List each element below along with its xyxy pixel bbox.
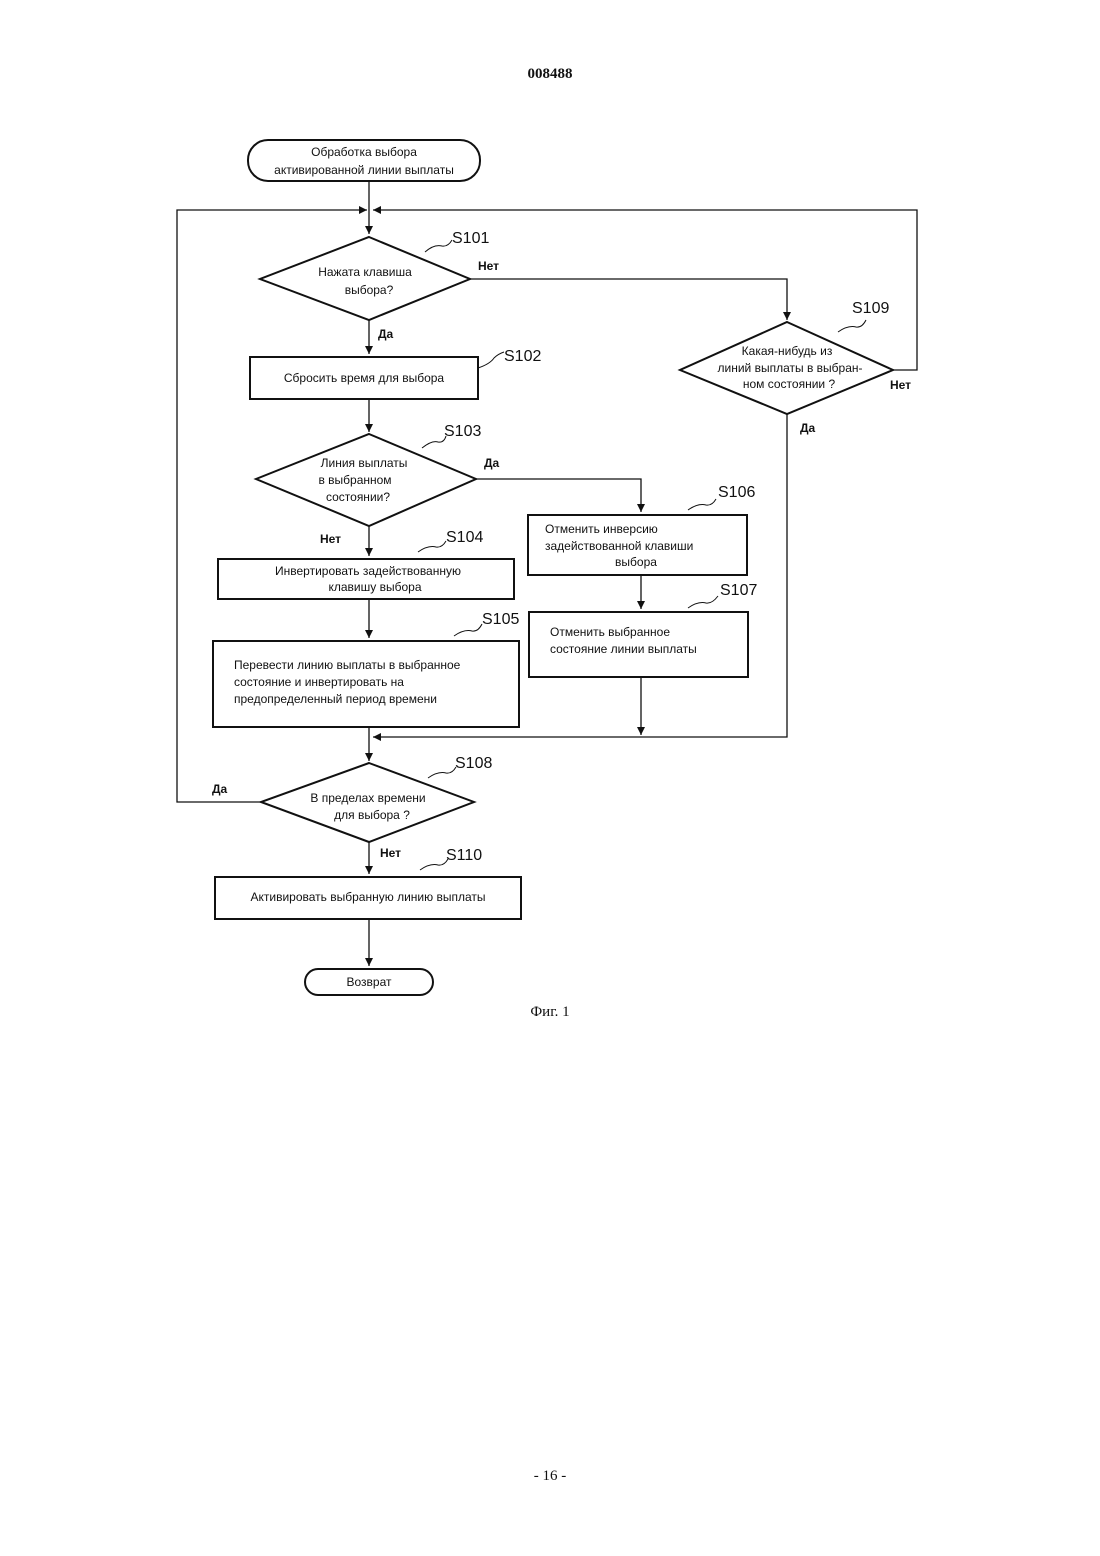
s107-line1: Отменить выбранное (550, 625, 670, 639)
decision-s101: Нажата клавиша выбора? S101 (260, 230, 489, 320)
s102-text: Сбросить время для выбора (284, 371, 445, 385)
decision-s103: Линия выплаты в выбранном состоянии? S10… (256, 423, 481, 526)
s101-id: S101 (452, 230, 489, 247)
end-text: Возврат (347, 975, 393, 989)
s109-line3: ном состоянии ? (743, 377, 836, 391)
s106-line1: Отменить инверсию (545, 522, 658, 536)
s105-line3: предопределенный период времени (234, 692, 437, 706)
label-s108-no: Нет (380, 846, 401, 860)
s106-id: S106 (718, 484, 755, 501)
s104-line2: клавишу выбора (329, 580, 422, 594)
s110-id: S110 (446, 847, 482, 864)
s101-line2: выбора? (345, 283, 394, 297)
s103-line3: состоянии? (326, 490, 390, 504)
page-number: - 16 - (0, 1468, 1100, 1485)
s105-line1: Перевести линию выплаты в выбранное (234, 658, 461, 672)
label-s101-no: Нет (478, 259, 499, 273)
s105-line2: состояние и инвертировать на (234, 675, 404, 689)
s109-leader (838, 320, 866, 332)
process-s110: Активировать выбранную линию выплаты S11… (215, 847, 521, 919)
s110-text: Активировать выбранную линию выплаты (251, 890, 486, 904)
s108-id: S108 (455, 755, 492, 772)
s104-leader (418, 541, 446, 552)
end-terminator: Возврат (305, 969, 433, 995)
start-line1: Обработка выбора (311, 145, 417, 159)
s107-leader (688, 596, 718, 608)
s109-id: S109 (852, 300, 889, 317)
s105-id: S105 (482, 611, 519, 628)
label-s108-yes: Да (212, 782, 228, 796)
s107-line2: состояние линии выплаты (550, 642, 697, 656)
s104-id: S104 (446, 529, 483, 546)
process-s105: Перевести линию выплаты в выбранное сост… (213, 611, 519, 727)
figure-caption: Фиг. 1 (0, 1004, 1100, 1021)
s103-id: S103 (444, 423, 481, 440)
process-s107: Отменить выбранное состояние линии выпла… (529, 582, 757, 677)
s109-line1: Какая-нибудь из (742, 344, 833, 358)
s101-leader (425, 240, 452, 252)
label-s109-yes: Да (800, 421, 816, 435)
s107-id: S107 (720, 582, 757, 599)
s110-leader (420, 859, 448, 870)
s101-line1: Нажата клавиша (318, 265, 412, 279)
start-terminator: Обработка выбора активированной линии вы… (248, 140, 480, 181)
label-s109-no: Нет (890, 378, 911, 392)
s108-line2: для выбора ? (334, 808, 410, 822)
s108-leader (428, 767, 456, 778)
arrow-s103-yes-to-s106 (476, 479, 641, 512)
s105-leader (454, 624, 482, 636)
s102-leader (478, 352, 504, 368)
s102-id: S102 (504, 348, 541, 365)
s106-line3: выбора (615, 555, 657, 569)
process-s106: Отменить инверсию задействованной клавиш… (528, 484, 755, 575)
s109-line2: линий выплаты в выбран- (718, 361, 863, 375)
label-s101-yes: Да (378, 327, 394, 341)
start-line2: активированной линии выплаты (274, 163, 454, 177)
s104-line1: Инвертировать задействованную (275, 564, 461, 578)
s103-leader (422, 436, 446, 448)
process-s102: Сбросить время для выбора S102 (250, 348, 541, 399)
label-s103-yes: Да (484, 456, 500, 470)
arrow-s101-no-to-s109 (470, 279, 787, 320)
s106-leader (688, 499, 716, 510)
decision-s108: В пределах времени для выбора ? S108 (261, 755, 492, 842)
s103-line2: в выбранном (318, 473, 391, 487)
process-s104: Инвертировать задействованную клавишу вы… (218, 529, 514, 599)
s108-line1: В пределах времени (310, 791, 425, 805)
label-s103-no: Нет (320, 532, 341, 546)
s106-line2: задействованной клавиши (545, 539, 693, 553)
s103-line1: Линия выплаты (321, 456, 408, 470)
